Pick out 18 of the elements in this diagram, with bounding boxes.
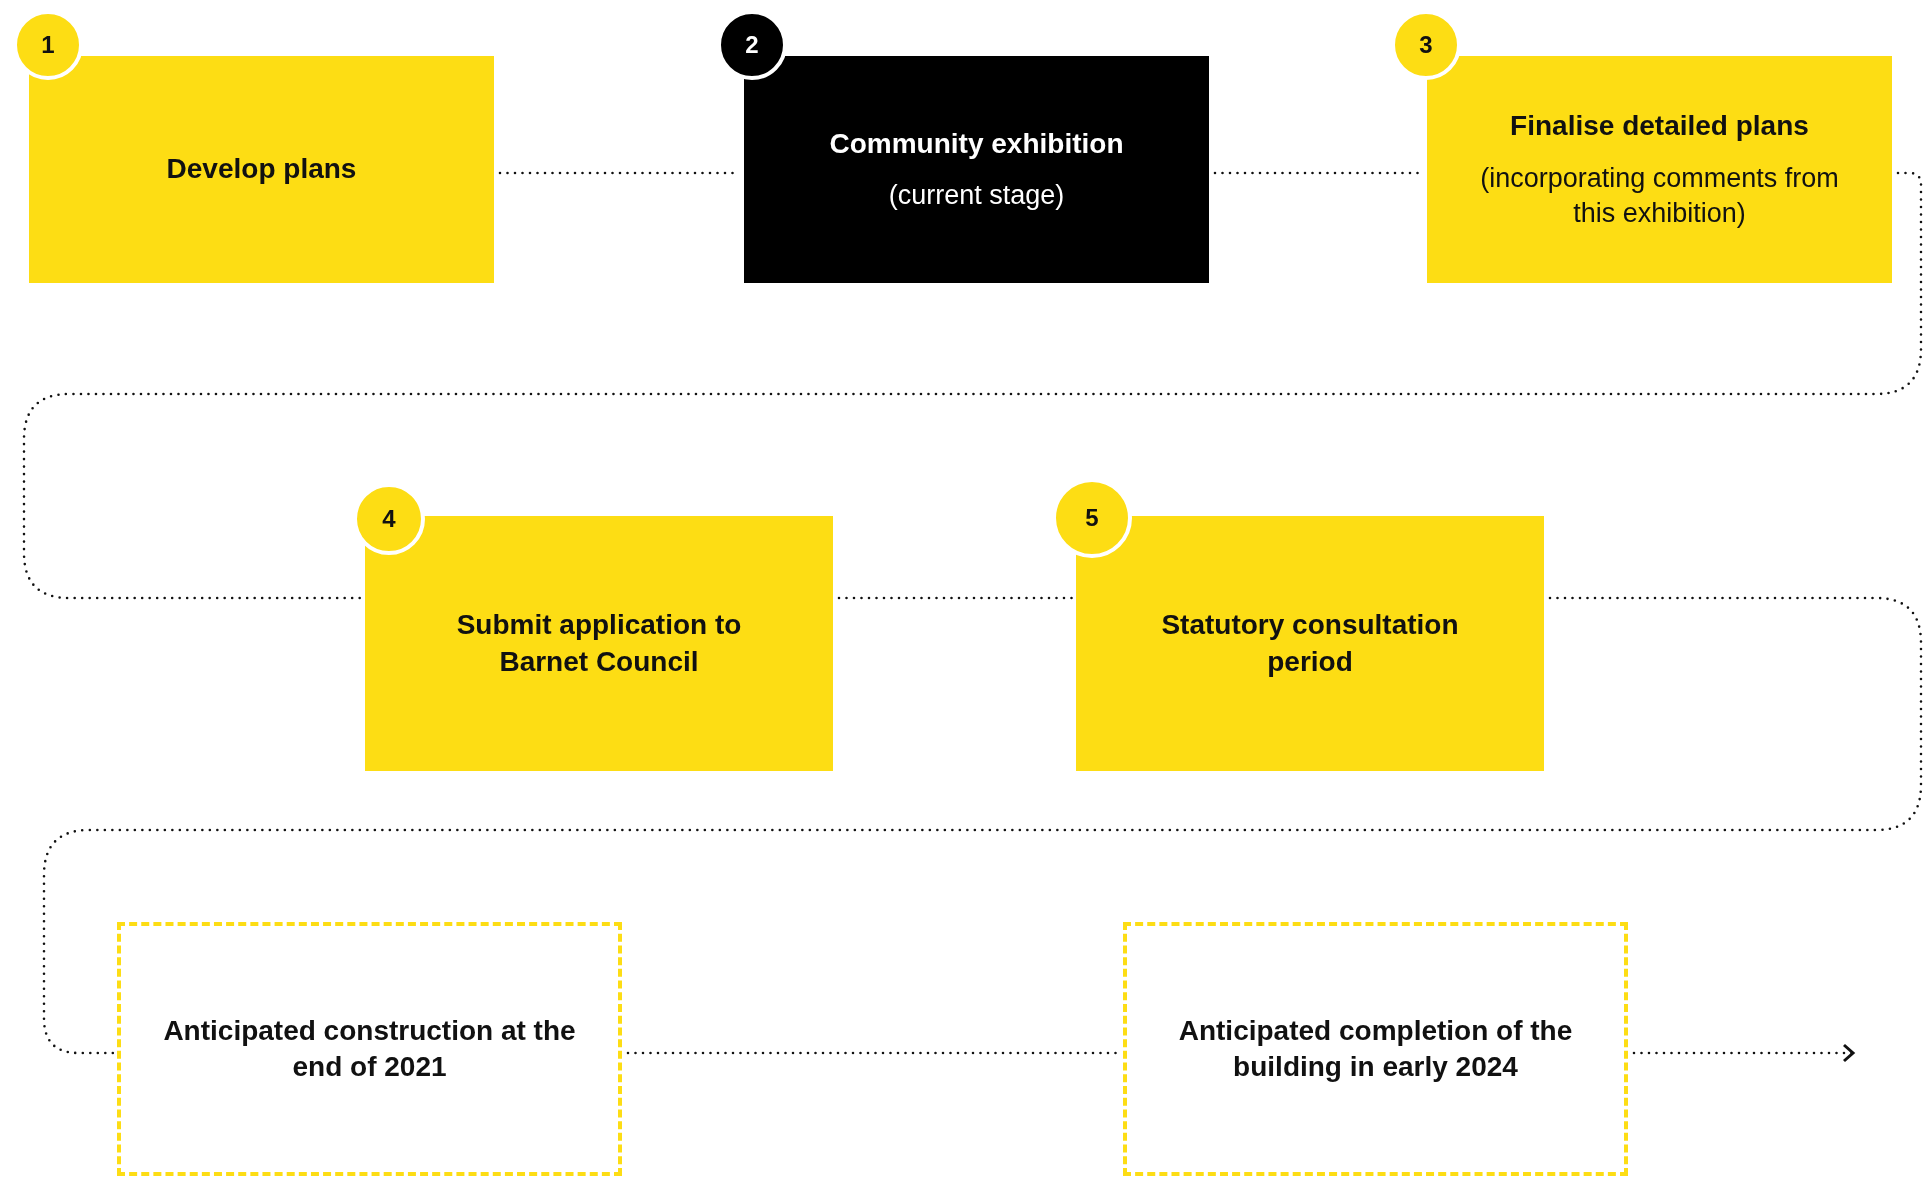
dotted-connector — [837, 596, 1074, 600]
step-title: Anticipated completion of the building in early 2024 — [1177, 1013, 1574, 1084]
step-box — [1427, 56, 1892, 283]
step-title: Community exhibition — [829, 126, 1124, 161]
step-note: (current stage) — [888, 179, 1065, 213]
step-title: Statutory consultation period — [1160, 608, 1460, 679]
milestone-box — [1123, 922, 1628, 1176]
step-title: Anticipated construction at the end of 2021 — [162, 1013, 577, 1084]
step-title: Finalise detailed plans — [1510, 109, 1809, 144]
step-title: Submit application to Barnet Council — [455, 608, 743, 679]
milestone-box — [117, 922, 622, 1176]
step-box — [744, 56, 1209, 283]
dotted-connector — [22, 171, 1923, 600]
dotted-arrow — [1632, 1043, 1855, 1063]
dotted-connector — [42, 596, 1923, 1055]
step-title: Develop plans — [166, 152, 357, 187]
step-box — [29, 56, 494, 283]
step-note: (incorporating comments from this exhibition) — [1479, 161, 1840, 230]
